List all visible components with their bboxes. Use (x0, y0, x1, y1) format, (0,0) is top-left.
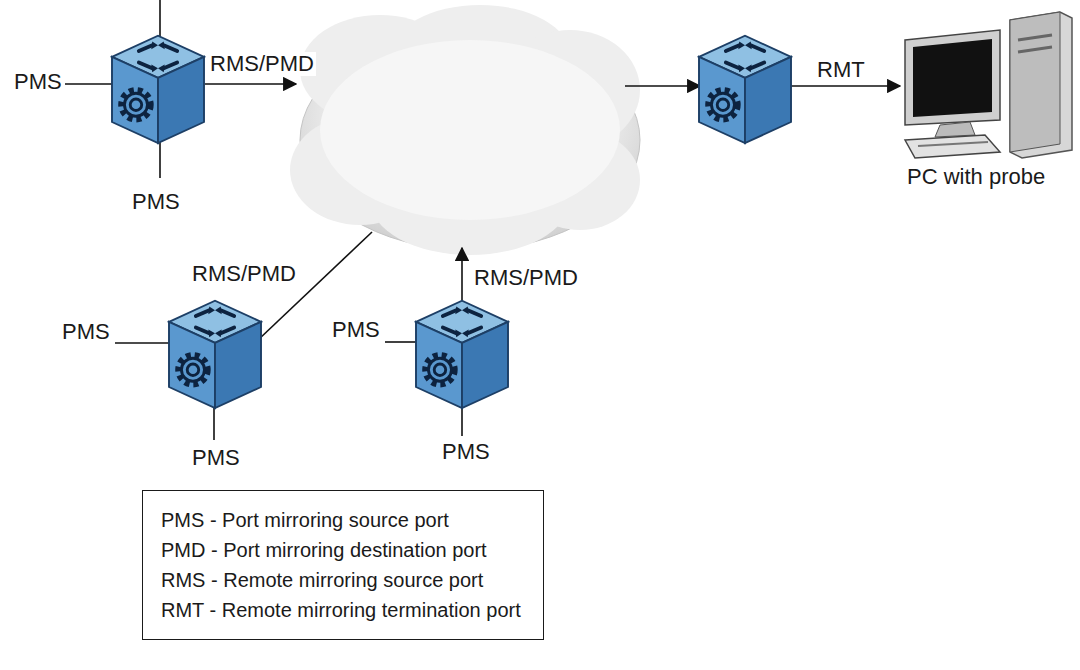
network-cloud-puffs (290, 5, 640, 255)
port-label: PMS (60, 320, 112, 344)
pc-icon (905, 12, 1072, 158)
port-label: RMT (815, 58, 867, 82)
port-label: RMS/PMD (190, 262, 298, 286)
legend-line: RMT - Remote mirroring termination port (161, 595, 521, 625)
port-label: PMS (130, 190, 182, 214)
switch-icon (112, 36, 204, 143)
legend-line: PMD - Port mirroring destination port (161, 535, 521, 565)
switch-icon (699, 36, 791, 143)
device-caption: PC with probe (905, 165, 1047, 189)
legend-line: PMS - Port mirroring source port (161, 505, 521, 535)
legend-line: RMS - Remote mirroring source port (161, 565, 521, 595)
port-label: PMS (440, 440, 492, 464)
switch-icon (416, 301, 508, 408)
switch-icon (169, 301, 261, 408)
port-label: PMS (330, 318, 382, 342)
port-label: PMS (12, 70, 64, 94)
port-label: RMS/PMD (472, 266, 580, 290)
port-label: RMS/PMD (208, 52, 316, 76)
wires (65, 0, 900, 440)
legend-box: PMS - Port mirroring source portPMD - Po… (142, 490, 544, 640)
port-label: PMS (190, 446, 242, 470)
